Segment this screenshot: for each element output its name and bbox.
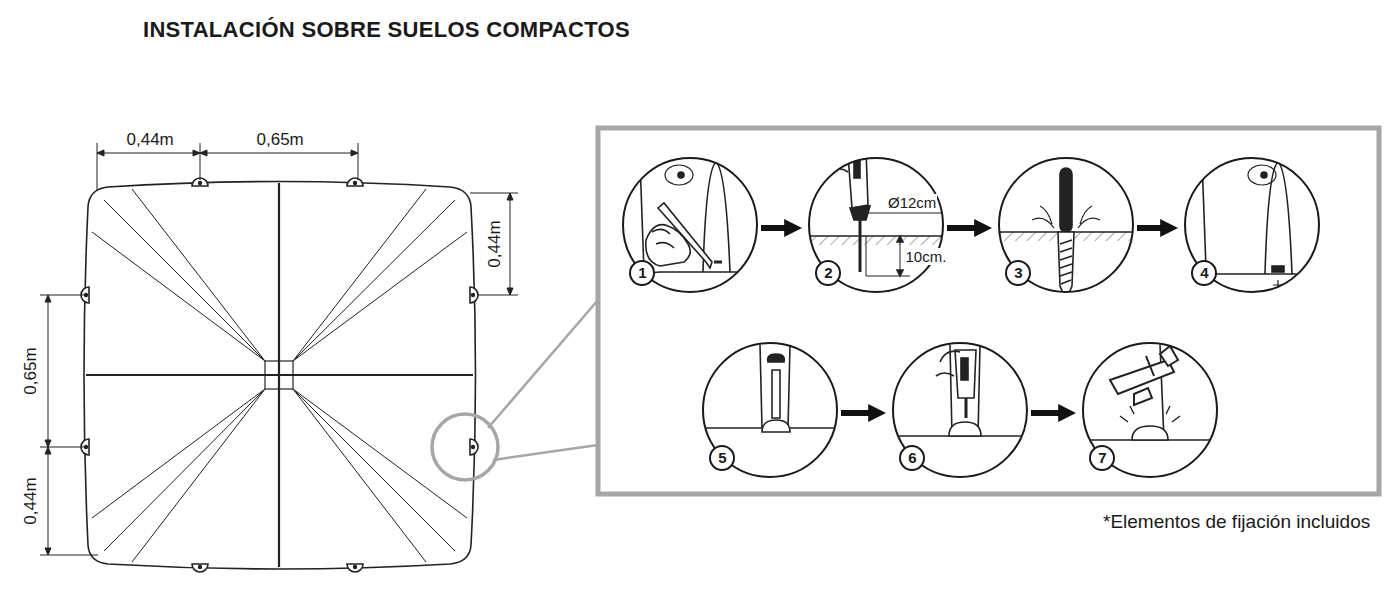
detail-callout [432,128,1379,494]
detail-dimension: 10cm. [905,248,948,265]
step-illustration [998,168,1134,300]
step-circle: 2 [809,158,943,292]
dimension-label: 0,44m [125,130,176,150]
step-illustration [700,333,840,432]
step-number: 3 [1005,260,1031,286]
dimension-label: 0,65m [255,130,306,150]
step-illustration [620,160,760,300]
detail-dimension: Ø12cm [887,194,937,211]
step-illustration [890,345,1030,436]
dimension-label: 0,44m [20,475,40,526]
title: INSTALACIÓN SOBRE SUELOS COMPACTOS [143,17,630,43]
base-plan [81,178,478,572]
step-number: 2 [815,260,841,286]
caption-note: *Elementos de fijación incluidos [1103,511,1370,533]
dimension-label: 0,44m [484,218,504,269]
step-arrow [761,225,795,231]
step-circle: 6 [893,343,1027,477]
step-circle: 4 [1185,158,1319,292]
step-arrow [841,410,879,416]
step-arrow [1031,410,1069,416]
dimension-label: 0,65m [20,345,40,396]
dimension-lines [40,143,518,555]
step-number: 6 [899,445,925,471]
step-number: 1 [629,260,655,286]
step-circle: 3 [999,158,1133,292]
step-illustration [805,150,950,276]
step-circle: 5 [703,343,837,477]
step-number: 7 [1089,445,1115,471]
step-number: 5 [709,445,735,471]
step-number: 4 [1191,260,1217,286]
step-circle: 7 [1083,343,1217,477]
step-arrow [1137,225,1171,231]
step-circle: 1 [623,158,757,292]
step-illustration [1080,345,1220,440]
step-arrow [947,225,985,231]
